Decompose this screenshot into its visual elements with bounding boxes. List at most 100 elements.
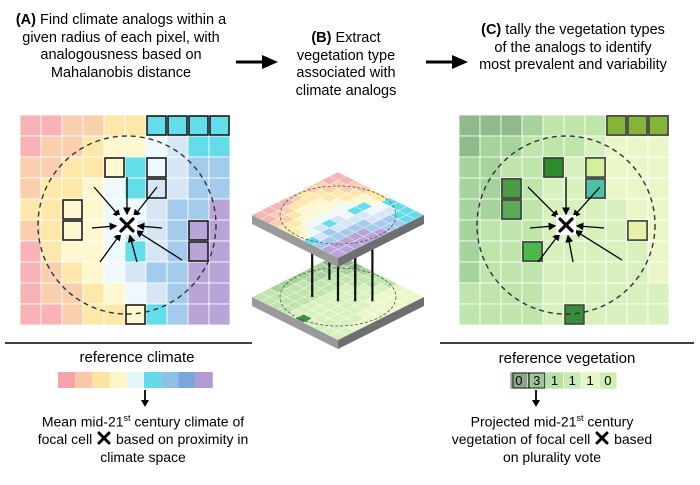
- vegetation-cell: [605, 303, 628, 326]
- flow-arrow-b-to-c: [426, 55, 468, 69]
- climate-cell: [187, 303, 210, 326]
- vegetation-result-line-1: Projected mid-21st century: [426, 410, 678, 431]
- climate-cell: [166, 282, 189, 305]
- climate-cell: [19, 114, 42, 137]
- climate-cell: [145, 219, 168, 242]
- vegetation-cell: [563, 156, 586, 179]
- vegetation-cell: [479, 198, 502, 221]
- climate-cell: [166, 303, 189, 326]
- vegetation-analog-cell: [627, 220, 648, 241]
- climate-cell: [145, 282, 168, 305]
- climate-cell: [82, 135, 105, 158]
- climate-cell: [187, 198, 210, 221]
- climate-cell: [124, 261, 147, 284]
- vegetation-layer-side-left: [252, 297, 338, 349]
- vegetation-cell: [626, 198, 649, 221]
- climate-cell: [103, 156, 126, 179]
- vegetation-cell: [479, 219, 502, 242]
- climate-analog-cell: [104, 157, 125, 178]
- vegetation-analog-cell: [564, 304, 585, 325]
- vegetation-cell: [584, 198, 607, 221]
- vegetation-result-line-3: on plurality vote: [502, 448, 602, 465]
- vegetation-legend-count: 3: [533, 373, 540, 388]
- climate-legend-swatch: [126, 372, 144, 388]
- vegetation-cell: [626, 261, 649, 284]
- climate-result-text-1b: century climate of: [130, 413, 245, 430]
- climate-cell: [208, 261, 231, 284]
- layer-stack: [251, 171, 425, 349]
- vegetation-cell: [584, 282, 607, 305]
- climate-search-radius: [37, 135, 217, 315]
- climate-analog-cell: [146, 115, 167, 136]
- analog-arrow: [127, 234, 138, 263]
- climate-result-text-2b: based on proximity in: [115, 431, 249, 448]
- vegetation-cell: [479, 177, 502, 200]
- climate-cell: [103, 114, 126, 137]
- vegetation-cell: [647, 261, 670, 284]
- vegetation-analog-cell: [501, 178, 522, 199]
- vegetation-result-text-1a: Projected mid-21: [470, 413, 577, 430]
- vegetation-cell: [563, 177, 586, 200]
- climate-cell: [208, 135, 231, 158]
- vegetation-legend-count: 1: [586, 373, 593, 388]
- climate-cell: [187, 114, 210, 137]
- climate-cell: [166, 261, 189, 284]
- analog-arrow: [136, 222, 163, 231]
- vegetation-cell: [584, 114, 607, 137]
- climate-cell: [124, 156, 147, 179]
- vegetation-legend-count: 0: [515, 373, 522, 388]
- vegetation-result-arrow: [532, 390, 540, 407]
- climate-result-caption: Mean mid-21st century climate of focal c…: [12, 410, 274, 466]
- vegetation-cell: [626, 135, 649, 158]
- reference-vegetation-title: reference vegetation: [499, 350, 636, 367]
- climate-cell: [208, 198, 231, 221]
- vegetation-cell: [542, 177, 565, 200]
- analog-arrow: [527, 186, 560, 219]
- climate-cell: [82, 156, 105, 179]
- climate-analog-cell: [209, 115, 230, 136]
- layer-search-radius: [279, 267, 397, 327]
- climate-cell: [61, 177, 84, 200]
- climate-cell: [82, 114, 105, 137]
- vegetation-cell: [605, 261, 628, 284]
- analog-arrow: [135, 230, 183, 261]
- climate-cell: [61, 303, 84, 326]
- vegetation-cell: [458, 261, 481, 284]
- vegetation-legend-selected: [528, 372, 546, 389]
- vegetation-cell: [500, 114, 523, 137]
- vegetation-cell: [458, 156, 481, 179]
- vegetation-cell: [458, 114, 481, 137]
- climate-cell: [187, 135, 210, 158]
- climate-cell: [82, 282, 105, 305]
- climate-result-text-2a: focal cell: [37, 431, 93, 448]
- climate-legend-swatch: [92, 372, 110, 388]
- layer-search-radius: [279, 185, 397, 245]
- vegetation-cell: [542, 261, 565, 284]
- vegetation-cell: [626, 303, 649, 326]
- panel-a-text: Find climate analogs within a given radi…: [22, 12, 227, 81]
- climate-legend-swatch: [144, 372, 162, 388]
- climate-cell: [40, 282, 63, 305]
- climate-cell: [208, 303, 231, 326]
- climate-cell: [82, 198, 105, 221]
- vegetation-cell: [521, 282, 544, 305]
- climate-result-arrow: [141, 390, 149, 407]
- vegetation-cell: [479, 282, 502, 305]
- vegetation-cell: [626, 177, 649, 200]
- climate-cell: [208, 156, 231, 179]
- vegetation-cell: [458, 303, 481, 326]
- vegetation-legend-count: 0: [604, 373, 611, 388]
- vegetation-analog-cell: [585, 157, 606, 178]
- vegetation-legend-swatch: [598, 371, 618, 390]
- climate-cell: [124, 114, 147, 137]
- climate-layer-side-left: [252, 215, 338, 267]
- climate-legend-swatch: [195, 372, 213, 388]
- climate-cell: [124, 177, 147, 200]
- climate-cell: [103, 261, 126, 284]
- climate-grid: [19, 114, 231, 326]
- climate-analog-cell: [188, 115, 209, 136]
- climate-cell: [61, 114, 84, 137]
- vegetation-cell: [479, 303, 502, 326]
- climate-legend-swatch: [161, 372, 179, 388]
